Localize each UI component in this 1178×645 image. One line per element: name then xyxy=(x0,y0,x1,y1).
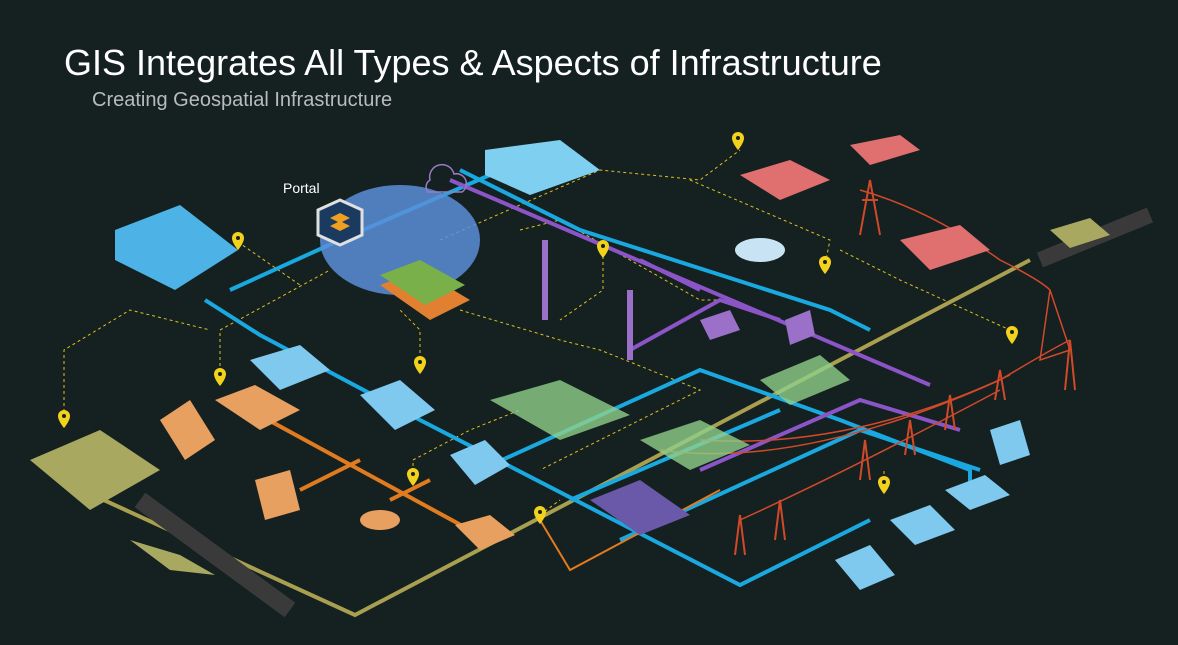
power-plant xyxy=(740,160,830,200)
telecom-hut xyxy=(785,310,815,345)
facilities xyxy=(30,135,1110,590)
location-pin-icon xyxy=(414,356,426,374)
location-pin-icon xyxy=(1006,326,1018,344)
portal-label: Portal xyxy=(283,180,320,196)
location-pin-icon xyxy=(407,468,419,486)
telecom-network xyxy=(449,178,961,472)
weather-cloud xyxy=(735,238,785,262)
location-pin-icon xyxy=(819,256,831,274)
location-pin-icon xyxy=(214,368,226,386)
water-treatment xyxy=(250,345,330,390)
map-layers xyxy=(380,260,465,305)
water-tower xyxy=(360,380,435,430)
residential-area xyxy=(490,380,630,440)
refinery xyxy=(160,400,215,460)
gas-station xyxy=(455,515,515,550)
location-pin-icon xyxy=(732,132,744,150)
data-road xyxy=(590,480,690,535)
highway xyxy=(134,492,296,618)
logistics-hub xyxy=(30,430,160,510)
trucks xyxy=(1050,218,1110,248)
reservoir xyxy=(890,505,955,545)
location-pin-icon xyxy=(878,476,890,494)
location-pin-icon xyxy=(58,410,70,428)
location-pin-icon xyxy=(597,240,609,258)
pump-facility xyxy=(945,475,1010,510)
power-towers xyxy=(734,179,1076,556)
cell-tower xyxy=(542,240,548,320)
location-pin-icon xyxy=(534,506,546,524)
cloud-icon xyxy=(425,163,468,193)
telecom-hut xyxy=(700,310,740,340)
residential-area xyxy=(760,355,850,405)
page-title: GIS Integrates All Types & Aspects of In… xyxy=(64,42,882,83)
solar-wind-farm xyxy=(850,135,920,165)
hospital xyxy=(990,420,1030,465)
trucks xyxy=(130,540,215,575)
power-lines xyxy=(659,189,1071,521)
gas-plant xyxy=(215,385,300,430)
page-subtitle: Creating Geospatial Infrastructure xyxy=(92,89,393,111)
terrain-block xyxy=(115,205,238,290)
location-pins xyxy=(58,132,1018,524)
substation xyxy=(900,225,990,270)
storage-tanks xyxy=(255,470,300,520)
tank xyxy=(360,510,400,530)
cell-tower xyxy=(627,290,633,360)
gas-network xyxy=(249,408,471,532)
pump-station xyxy=(450,440,510,485)
water-body-block xyxy=(485,140,600,195)
treatment-plant xyxy=(835,545,895,590)
residential-area xyxy=(640,420,750,470)
location-pin-icon xyxy=(232,232,244,250)
